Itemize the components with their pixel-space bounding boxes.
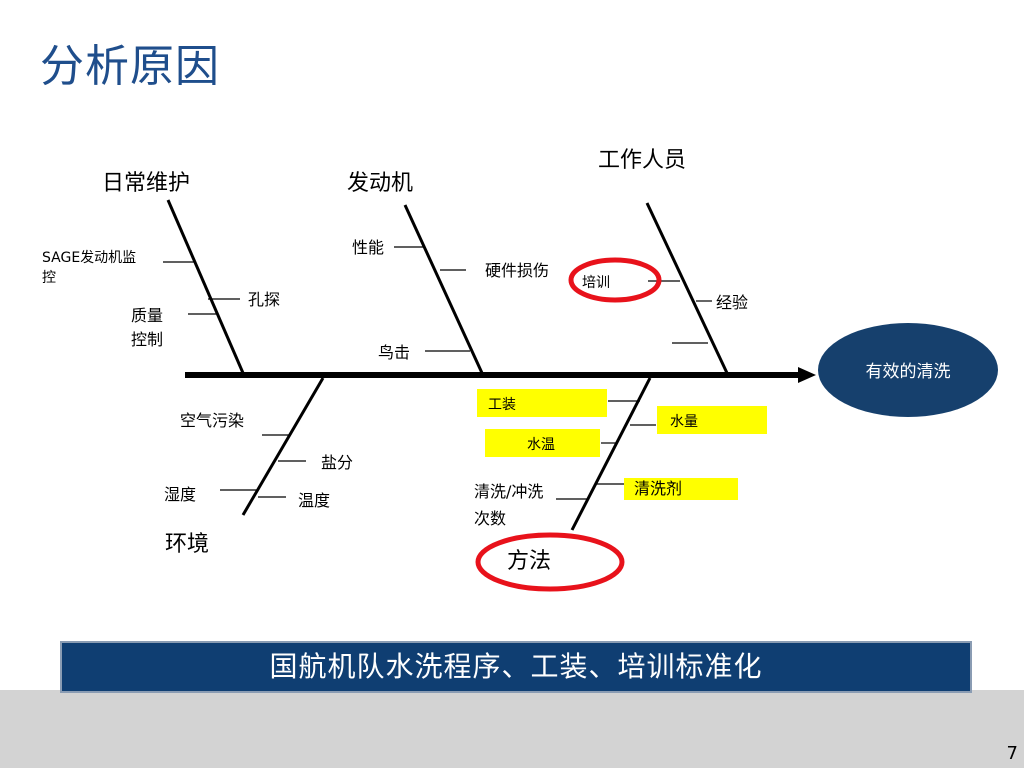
- cause-tooling: 工装: [488, 397, 516, 413]
- cause-wash-count-line1: 清洗/冲洗: [474, 482, 543, 501]
- category-label-environment: 环境: [165, 532, 209, 557]
- cause-qc-line1: 质量: [131, 306, 163, 325]
- highlight-tooling: [477, 389, 607, 417]
- effect-node: [818, 323, 998, 417]
- cause-water-volume: 水量: [670, 414, 698, 430]
- cause-water-temp: 水温: [527, 437, 555, 453]
- cause-detergent: 清洗剂: [634, 479, 682, 498]
- footer-bar: [0, 690, 1024, 768]
- cause-salt: 盐分: [321, 453, 353, 472]
- highlight-water-temp: [485, 429, 600, 457]
- bone-engine: [403, 204, 484, 374]
- cause-training: 培训: [582, 275, 610, 291]
- cause-air-pollution: 空气污染: [180, 411, 244, 430]
- cause-qc-line2: 控制: [131, 330, 163, 349]
- bone-environment: [241, 377, 325, 516]
- category-label-method: 方法: [507, 549, 551, 574]
- bone-staff: [645, 202, 729, 374]
- category-label-staff: 工作人员: [598, 148, 686, 173]
- cause-hardware-damage: 硬件损伤: [485, 261, 549, 280]
- cause-humidity: 湿度: [164, 485, 196, 504]
- cause-sage-line2: 控: [42, 270, 56, 286]
- cause-performance: 性能: [352, 238, 384, 257]
- page-number: 7: [1006, 743, 1018, 764]
- spine-arrowhead: [798, 367, 816, 383]
- cause-borescope: 孔探: [248, 290, 280, 309]
- cause-sage-line1: SAGE发动机监: [42, 250, 136, 266]
- cause-experience: 经验: [716, 293, 748, 312]
- bone-maintenance: [166, 199, 245, 374]
- bone-method: [570, 377, 652, 531]
- slide-title: 分析原因: [40, 41, 220, 92]
- category-label-maintenance: 日常维护: [102, 171, 190, 196]
- highlight-water-volume: [657, 406, 767, 434]
- method-circle: [475, 532, 625, 592]
- cause-wash-count-line2: 次数: [474, 509, 506, 528]
- cause-bird-strike: 鸟击: [378, 343, 410, 362]
- cause-temperature: 温度: [298, 491, 330, 510]
- category-label-engine: 发动机: [347, 171, 413, 196]
- effect-label: 有效的清洗: [866, 362, 951, 382]
- conclusion-banner: 国航机队水洗程序、工装、培训标准化: [60, 641, 972, 693]
- training-circle: [568, 257, 662, 303]
- fishbone-diagram: 有效的清洗 日常维护 发动机 工作人员 环境 方法 SAGE发动机监 控 孔探 …: [42, 148, 998, 592]
- highlight-detergent: [624, 478, 738, 500]
